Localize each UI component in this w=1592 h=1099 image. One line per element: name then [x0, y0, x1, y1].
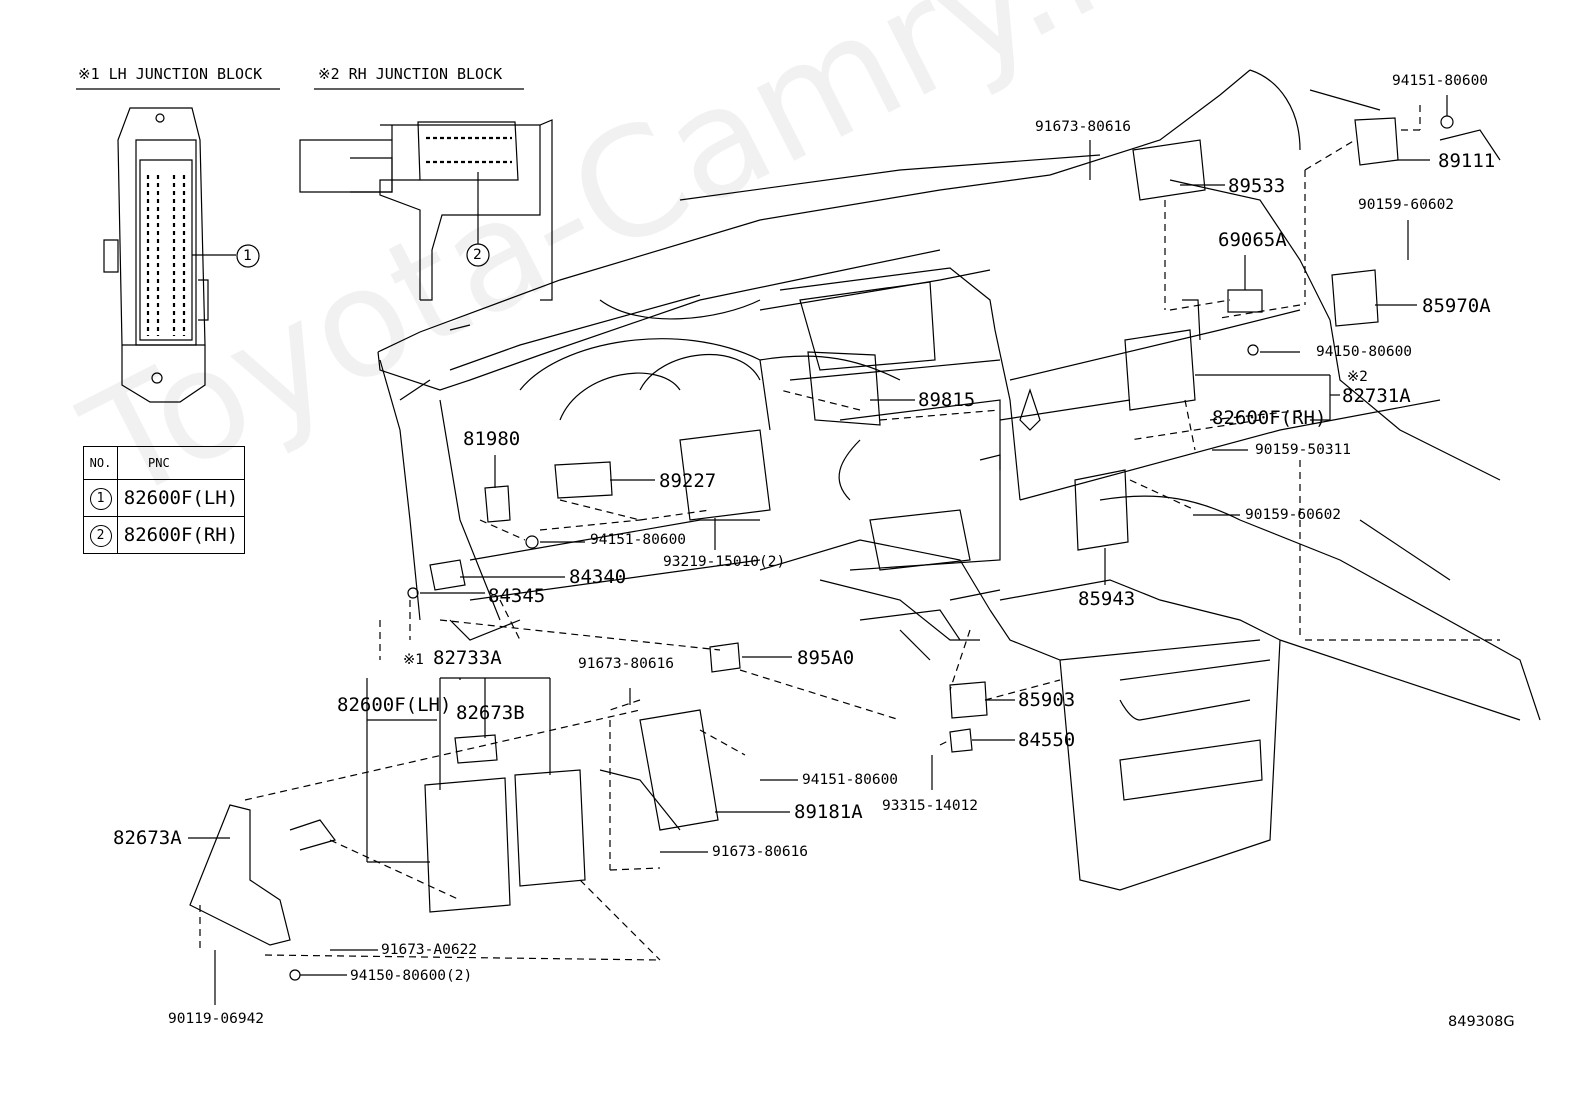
- callout-2-circle: [466, 243, 490, 267]
- part-label-82600F-RH: 82600F(RH): [1212, 407, 1327, 429]
- pnc-row-2-value: 82600F(RH): [117, 516, 245, 554]
- drawing-code: 849308G: [1448, 1014, 1515, 1030]
- part-label-93219-15010-2: 93219-15010(2): [663, 554, 786, 570]
- pnc-row-1-no: 1: [89, 487, 112, 510]
- rh-junction-block-header: ※2 RH JUNCTION BLOCK: [318, 65, 503, 83]
- part-label-90159-50311: 90159-50311: [1255, 442, 1352, 458]
- part-label-81980: 81980: [463, 428, 521, 450]
- part-label-90159-60602-mid: 90159-60602: [1245, 507, 1342, 523]
- callout-1-number: 1: [243, 248, 252, 264]
- pnc-row-1-value: 82600F(LH): [117, 479, 245, 517]
- part-label-94150-80600-right: 94150-80600: [1316, 344, 1413, 360]
- rh-junction-block-drawing: [299, 119, 553, 301]
- part-label-94151-80600-top: 94151-80600: [1392, 73, 1489, 89]
- note-x2: ※2: [1347, 369, 1368, 385]
- pnc-table-header-no: NO.: [83, 446, 118, 480]
- part-label-85970A: 85970A: [1422, 295, 1491, 317]
- part-label-93315-14012: 93315-14012: [882, 798, 979, 814]
- dashboard-outline: [377, 69, 1541, 891]
- part-label-82673A: 82673A: [113, 827, 182, 849]
- part-label-90119-06942: 90119-06942: [168, 1011, 265, 1027]
- part-label-89815: 89815: [918, 389, 976, 411]
- pnc-table: NO. PNC 1 82600F(LH) 2 82600F(RH): [83, 446, 245, 554]
- part-label-94150-80600-2: 94150-80600(2): [350, 968, 473, 984]
- part-label-82733A: 82733A: [433, 647, 502, 669]
- lh-junction-block-header: ※1 LH JUNCTION BLOCK: [78, 65, 263, 83]
- part-label-89227: 89227: [659, 470, 717, 492]
- part-label-91673-80616-mid: 91673-80616: [578, 656, 675, 672]
- part-label-82600F-LH: 82600F(LH): [337, 694, 452, 716]
- part-label-84345: 84345: [488, 585, 546, 607]
- part-label-84340: 84340: [569, 566, 627, 588]
- part-label-85943: 85943: [1078, 588, 1136, 610]
- part-label-94151-80600-mid: 94151-80600: [590, 532, 687, 548]
- part-label-91673-80616-top: 91673-80616: [1035, 119, 1132, 135]
- part-label-89181A: 89181A: [794, 801, 863, 823]
- parts-shapes: [189, 115, 1454, 981]
- lh-junction-block-drawing: [103, 107, 236, 403]
- phantom-lines: [199, 105, 1500, 961]
- part-label-91673-80616-low: 91673-80616: [712, 844, 809, 860]
- callout-2-number: 2: [473, 247, 482, 263]
- pnc-row-2-no: 2: [89, 524, 112, 547]
- note-x1: ※1: [403, 652, 424, 668]
- part-label-94151-80600-low: 94151-80600: [802, 772, 899, 788]
- part-label-69065A: 69065A: [1218, 229, 1287, 251]
- leader-lines: [188, 95, 1448, 1005]
- part-label-89533: 89533: [1228, 175, 1286, 197]
- part-label-89111: 89111: [1438, 150, 1496, 172]
- part-label-85903: 85903: [1018, 689, 1076, 711]
- part-label-91673-A0622: 91673-A0622: [381, 942, 478, 958]
- part-label-82731A: 82731A: [1342, 385, 1411, 407]
- part-label-82673B: 82673B: [456, 702, 525, 724]
- part-label-895A0: 895A0: [797, 647, 855, 669]
- part-label-90159-60602-top: 90159-60602: [1358, 197, 1455, 213]
- part-label-84550: 84550: [1018, 729, 1076, 751]
- callout-1-circle: [236, 244, 260, 268]
- pnc-table-header-pnc: PNC: [117, 446, 245, 480]
